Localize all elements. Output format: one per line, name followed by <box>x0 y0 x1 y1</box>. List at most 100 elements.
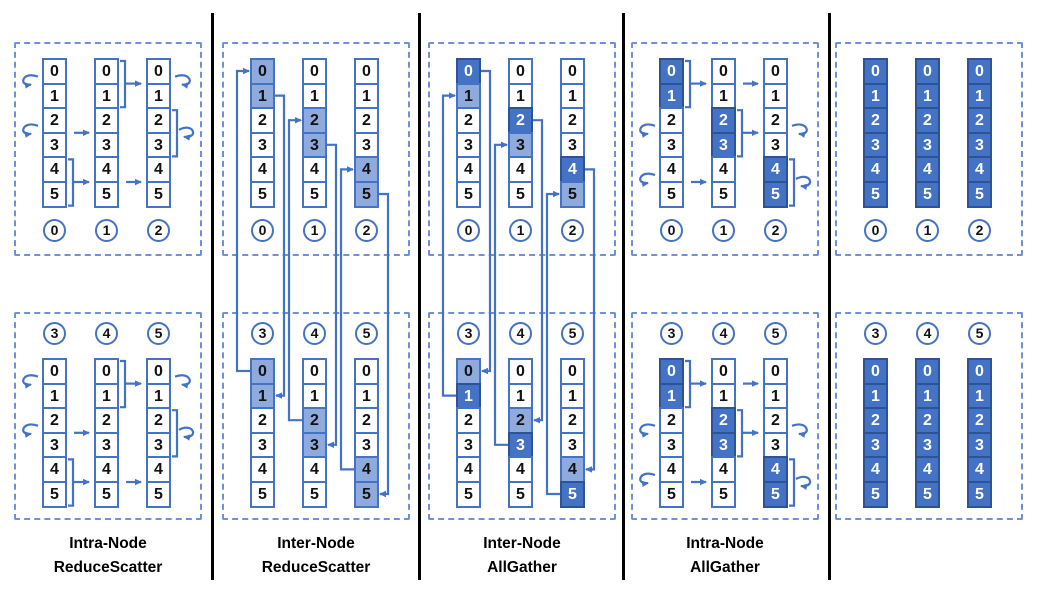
chunk-cell: 5 <box>146 481 171 508</box>
chunk-cell: 3 <box>711 131 736 159</box>
chunk-cell: 3 <box>659 131 684 159</box>
chunk-cell: 3 <box>508 431 533 459</box>
chunk-cell: 1 <box>250 82 275 110</box>
chunk-cell: 1 <box>763 382 788 410</box>
chunk-cell: 4 <box>863 156 888 184</box>
chunk-cell: 1 <box>42 82 67 110</box>
chunk-cell: 3 <box>967 431 992 459</box>
chunk-cell: 1 <box>456 382 481 410</box>
chunk-cell: 0 <box>763 358 788 385</box>
panel-label-line: AllGather <box>690 559 760 576</box>
chunk-cell: 0 <box>146 358 171 385</box>
chunk-cell: 2 <box>508 107 533 135</box>
chunk-cell: 2 <box>250 407 275 435</box>
chunk-cell: 1 <box>94 382 119 410</box>
chunk-cell: 0 <box>508 58 533 85</box>
chunk-cell: 3 <box>659 431 684 459</box>
node-box <box>631 312 819 520</box>
chunk-cell: 5 <box>915 481 940 508</box>
chunk-cell: 1 <box>354 382 379 410</box>
chunk-cell: 5 <box>508 181 533 208</box>
rank-circle: 5 <box>968 322 991 345</box>
chunk-cell: 3 <box>456 431 481 459</box>
chunk-cell: 1 <box>763 82 788 110</box>
chunk-cell: 2 <box>560 407 585 435</box>
chunk-cell: 3 <box>711 431 736 459</box>
rank-circle: 2 <box>968 219 991 242</box>
chunk-cell: 4 <box>560 156 585 184</box>
chunk-cell: 4 <box>456 156 481 184</box>
chunk-cell: 2 <box>456 107 481 135</box>
rank-circle: 1 <box>509 219 532 242</box>
chunk-cell: 0 <box>763 58 788 85</box>
chunk-cell: 3 <box>42 431 67 459</box>
chunk-cell: 0 <box>456 358 481 385</box>
chunk-cell: 3 <box>763 431 788 459</box>
chunk-cell: 1 <box>146 382 171 410</box>
chunk-cell: 4 <box>354 456 379 484</box>
chunk-cell: 4 <box>302 156 327 184</box>
chunk-cell: 4 <box>94 456 119 484</box>
chunk-cell: 4 <box>659 156 684 184</box>
rank-circle: 1 <box>303 219 326 242</box>
chunk-cell: 3 <box>146 131 171 159</box>
chunk-cell: 5 <box>763 181 788 208</box>
chunk-cell: 4 <box>863 456 888 484</box>
chunk-cell: 3 <box>354 131 379 159</box>
chunk-cell: 4 <box>711 156 736 184</box>
chunk-cell: 1 <box>146 82 171 110</box>
chunk-cell: 3 <box>302 131 327 159</box>
chunk-cell: 0 <box>863 58 888 85</box>
chunk-cell: 4 <box>763 456 788 484</box>
node-box <box>428 42 616 256</box>
chunk-cell: 2 <box>863 107 888 135</box>
rank-circle: 4 <box>509 322 532 345</box>
chunk-cell: 5 <box>302 481 327 508</box>
chunk-cell: 5 <box>967 181 992 208</box>
chunk-cell: 3 <box>915 431 940 459</box>
panel-separator <box>827 13 831 580</box>
chunk-cell: 3 <box>763 131 788 159</box>
panel-label-line: AllGather <box>487 559 557 576</box>
chunk-cell: 3 <box>302 431 327 459</box>
chunk-cell: 2 <box>42 107 67 135</box>
chunk-cell: 1 <box>456 82 481 110</box>
chunk-cell: 5 <box>42 181 67 208</box>
chunk-cell: 5 <box>560 481 585 508</box>
chunk-cell: 1 <box>560 382 585 410</box>
chunk-cell: 2 <box>94 107 119 135</box>
chunk-cell: 0 <box>354 358 379 385</box>
chunk-cell: 0 <box>508 358 533 385</box>
chunk-cell: 3 <box>94 431 119 459</box>
chunk-cell: 3 <box>42 131 67 159</box>
node-box <box>222 42 410 256</box>
chunk-cell: 0 <box>42 58 67 85</box>
chunk-cell: 2 <box>763 407 788 435</box>
chunk-cell: 4 <box>915 156 940 184</box>
rank-circle: 1 <box>916 219 939 242</box>
chunk-cell: 1 <box>967 382 992 410</box>
chunk-cell: 2 <box>863 407 888 435</box>
chunk-cell: 2 <box>146 407 171 435</box>
chunk-cell: 4 <box>967 156 992 184</box>
chunk-cell: 0 <box>302 358 327 385</box>
chunk-cell: 0 <box>711 358 736 385</box>
chunk-cell: 5 <box>354 481 379 508</box>
chunk-cell: 5 <box>659 181 684 208</box>
chunk-cell: 0 <box>659 58 684 85</box>
rank-circle: 5 <box>147 322 170 345</box>
chunk-cell: 2 <box>967 407 992 435</box>
chunk-cell: 1 <box>915 382 940 410</box>
rank-circle: 1 <box>712 219 735 242</box>
chunk-cell: 2 <box>915 107 940 135</box>
chunk-cell: 0 <box>302 58 327 85</box>
chunk-cell: 2 <box>354 407 379 435</box>
chunk-cell: 3 <box>456 131 481 159</box>
chunk-cell: 2 <box>354 107 379 135</box>
rank-circle: 3 <box>660 322 683 345</box>
chunk-cell: 0 <box>250 358 275 385</box>
